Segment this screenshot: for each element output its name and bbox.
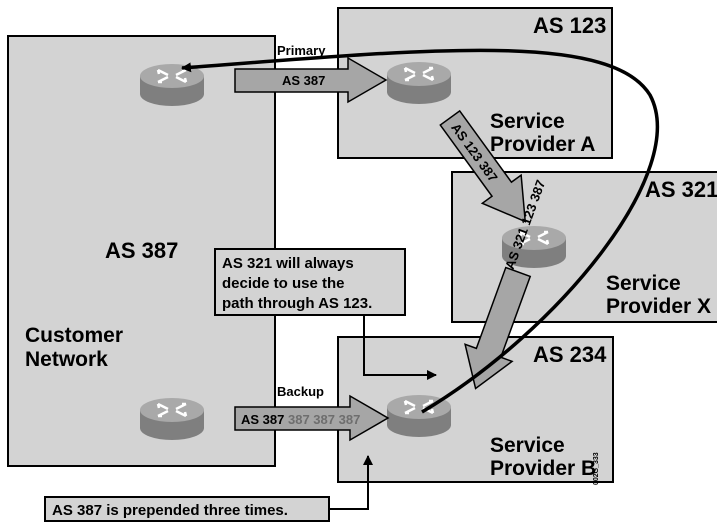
customer-name-line2: Network: [25, 348, 108, 371]
provider-a-name-line2: Provider A: [490, 133, 595, 156]
provider-b-as-label: AS 234: [533, 342, 607, 367]
provider-x-as-label: AS 321: [645, 177, 717, 202]
backup-label: Backup: [277, 384, 324, 399]
decision-callout: AS 321 will always decide to use the pat…: [214, 248, 437, 380]
decision-line2: decide to use the: [222, 275, 345, 292]
prepend-callout: AS 387 is prepended three times.: [44, 455, 373, 522]
prepend-text: AS 387 is prepended three times.: [52, 502, 288, 519]
router-icon: [387, 395, 451, 437]
provider-x-name-line2: Provider X: [606, 295, 711, 318]
decision-line3: path through AS 123.: [222, 295, 372, 312]
backup-path-first: AS 387 387 387 387: [241, 412, 360, 427]
primary-link-arrow: Primary AS 387: [234, 43, 388, 104]
provider-a-as-label: AS 123: [533, 13, 606, 38]
customer-as-label: AS 387: [105, 238, 178, 263]
decision-line1: AS 321 will always: [222, 255, 354, 272]
router-icon: [140, 64, 204, 106]
router-icon: [387, 62, 451, 104]
backup-link-arrow: Backup AS 387 387 387 387: [234, 384, 390, 442]
provider-b-name-line2: Provider B: [490, 457, 596, 480]
router-icon: [140, 398, 204, 440]
primary-path-label: AS 387: [282, 73, 325, 88]
provider-a-name-line1: Service: [490, 110, 565, 133]
customer-name-line1: Customer: [25, 324, 123, 347]
preferred-return-path: [181, 48, 660, 414]
primary-label: Primary: [277, 43, 326, 58]
backup-path-prepended: 387 387 387: [288, 412, 360, 427]
figure-id: 002G_333: [593, 452, 600, 485]
router-icon: [502, 226, 566, 268]
provider-b-name-line1: Service: [490, 434, 565, 457]
provider-x-name-line1: Service: [606, 272, 681, 295]
